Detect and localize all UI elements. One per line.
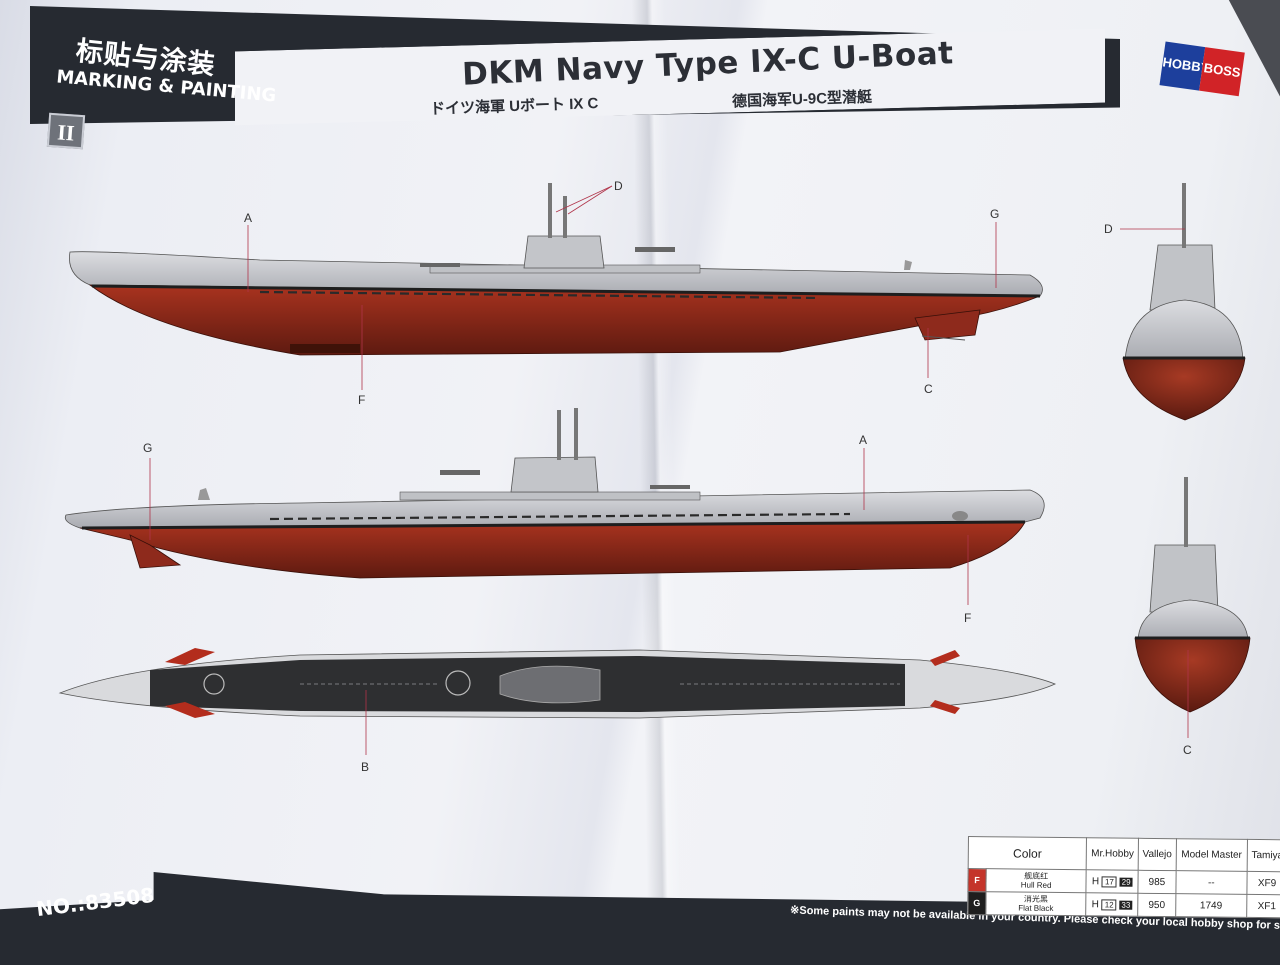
mrhobby-code: H 17 29 [1086,869,1139,894]
mrhobby-h: H [1091,875,1100,887]
col-model-master: Model Master [1175,838,1248,872]
color-name: 舰底红 Hull Red [985,868,1087,893]
paint-color-table: Color Mr.Hobby Vallejo Model Master Tami… [967,836,1280,919]
front-view-top [1122,183,1246,421]
mrhobby-h: H [1091,898,1100,910]
color-code-f: F [967,868,987,892]
tamiya-code: XF9 [1246,871,1280,895]
color-table-header: Color Mr.Hobby Vallejo Model Master Tami… [968,836,1280,872]
callout-c-top: C [924,382,933,396]
callout-lines [149,185,1189,755]
callout-d-top: D [614,179,623,193]
model-master-code: 1749 [1175,893,1247,918]
callout-labels: A D G F C G A F B D C [143,179,1192,774]
mrhobby-h-num: 17 [1101,875,1117,888]
table-row: G 消光黑 Flat Black H 12 33 950 1749 XF1 [967,891,1280,918]
callout-a-bottom: A [859,433,867,447]
table-row: F 舰底红 Hull Red H 17 29 985 -- XF9 [967,868,1280,895]
vallejo-code: 985 [1138,870,1176,894]
callout-g-top: G [990,207,999,221]
front-view-bottom [1134,477,1251,713]
side-view-bottom [64,408,1045,579]
callout-c-front: C [1183,743,1192,757]
mrhobby-h-num: 12 [1101,898,1117,911]
callout-a-top: A [244,211,252,225]
vallejo-code: 950 [1137,893,1176,917]
col-mrhobby: Mr.Hobby [1086,837,1139,871]
side-view-top [69,183,1043,356]
color-name: 消光黑 Flat Black [985,891,1087,916]
callout-d-front: D [1104,222,1113,236]
callout-f-top: F [358,393,365,407]
color-code-g: G [967,891,986,915]
color-name-en: Flat Black [1018,903,1054,913]
callout-g-bottom: G [143,441,152,455]
deck-view [58,648,1057,719]
col-color: Color [968,836,1087,870]
callout-f-bottom: F [964,611,971,625]
mrhobby-c-num: 29 [1119,877,1133,887]
mrhobby-code: H 12 33 [1085,892,1139,917]
tamiya-code: XF1 [1246,894,1280,918]
color-name-en: Hull Red [1020,880,1052,890]
model-master-code: -- [1175,870,1248,895]
mrhobby-c-num: 33 [1119,900,1133,910]
col-vallejo: Vallejo [1138,838,1177,871]
col-tamiya: Tamiya [1247,839,1280,872]
callout-b-deck: B [361,760,369,774]
